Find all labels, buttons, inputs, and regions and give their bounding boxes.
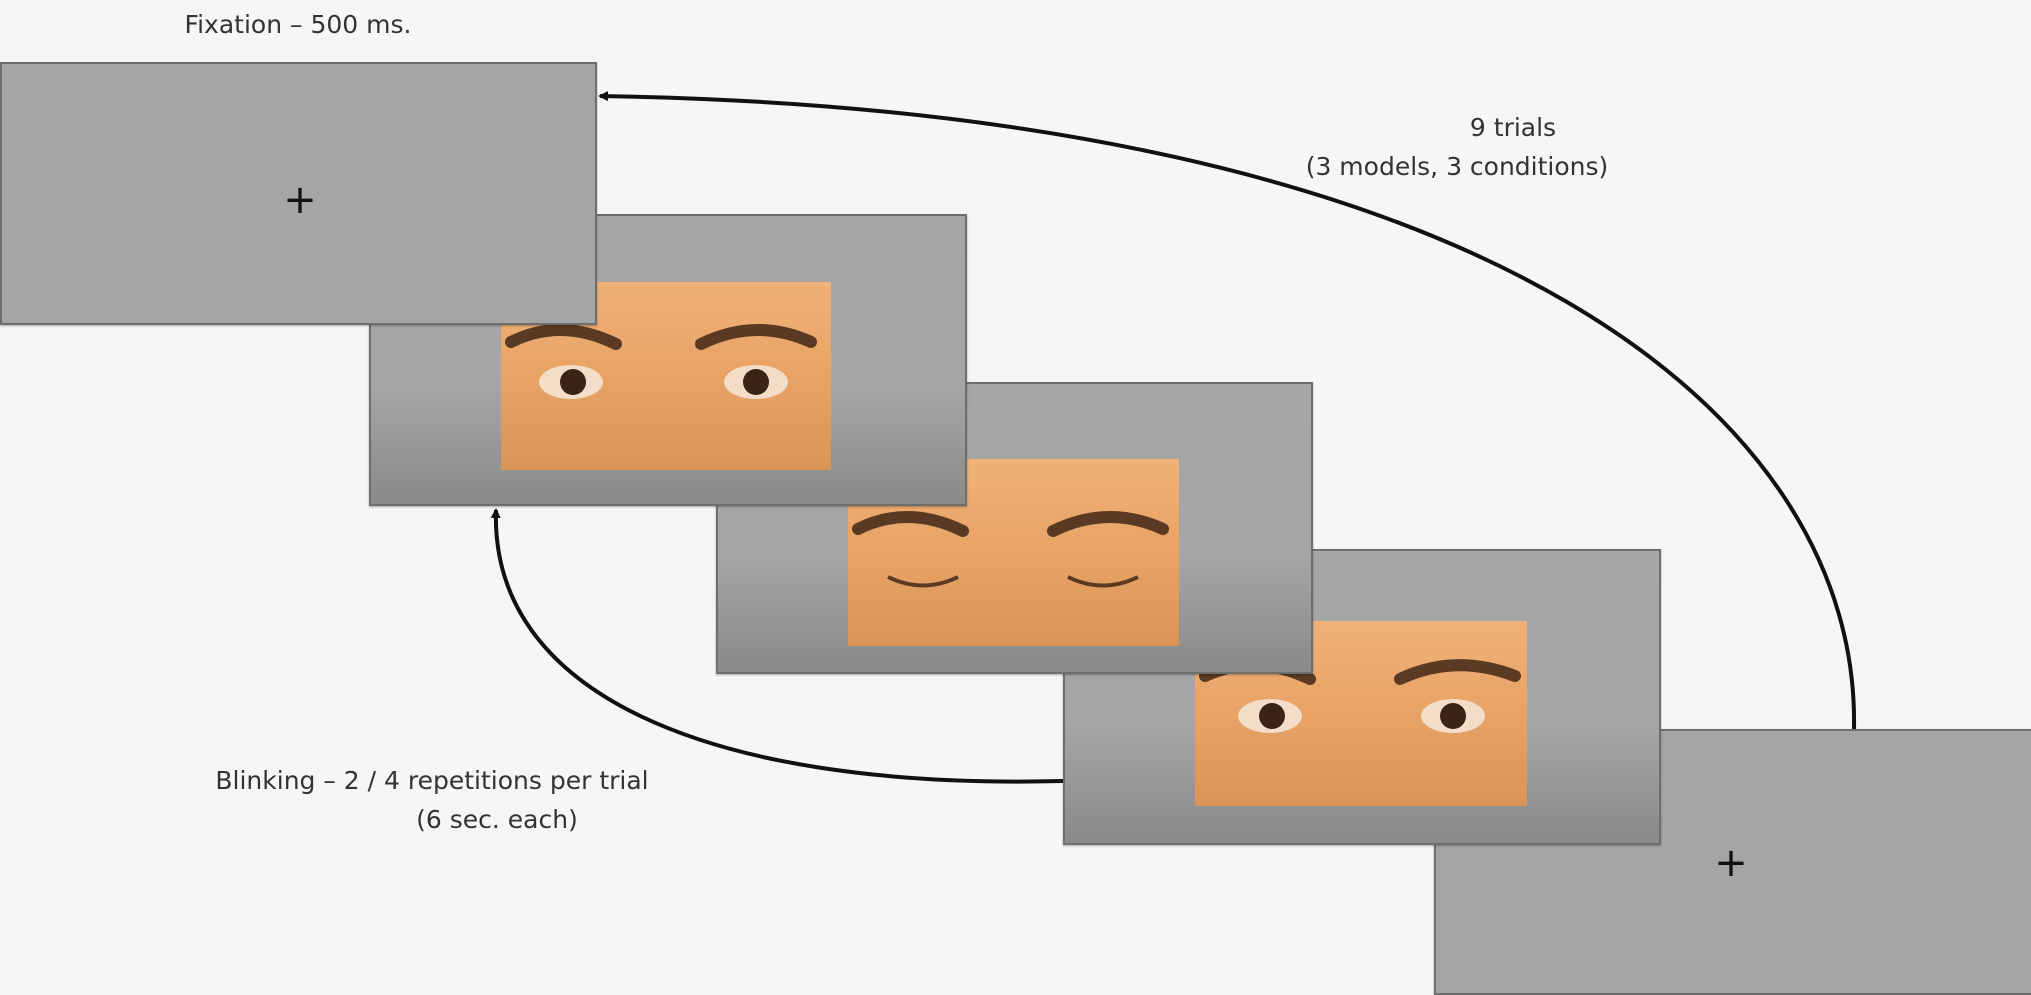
fixation-label: Fixation – 500 ms.: [184, 10, 412, 39]
fixation-screen-start: +: [0, 62, 597, 325]
trials-label: 9 trials: [1469, 113, 1557, 142]
trials-detail-label: (3 models, 3 conditions): [1305, 152, 1609, 181]
blinking-label: Blinking – 2 / 4 repetitions per trial: [215, 766, 649, 795]
fixation-cross: +: [283, 177, 317, 223]
blinking-detail-label: (6 sec. each): [416, 805, 578, 834]
fixation-cross: +: [1714, 840, 1748, 886]
